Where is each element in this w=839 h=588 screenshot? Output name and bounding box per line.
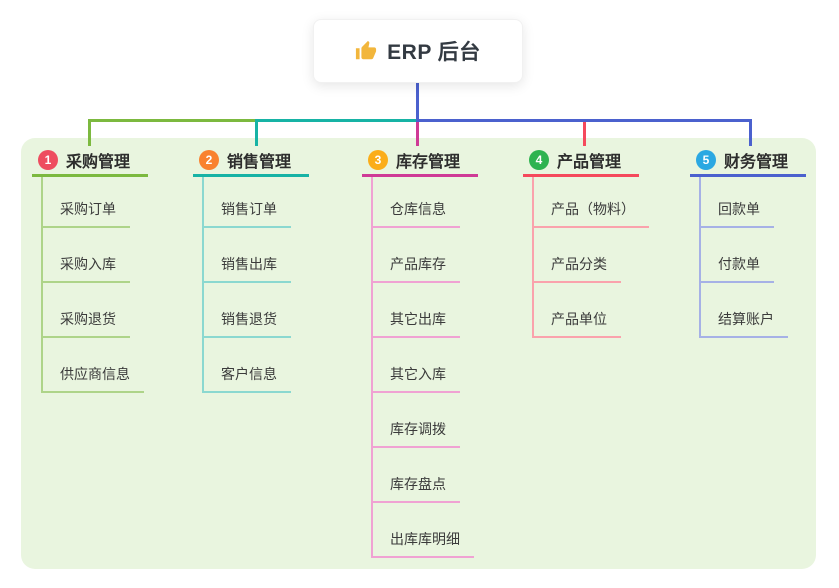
branch-node-2[interactable]: 2 销售管理 xyxy=(193,146,309,177)
child-node[interactable]: 销售退货 xyxy=(204,283,291,338)
connector-drop-line-4 xyxy=(583,119,586,146)
child-label: 产品（物料） xyxy=(551,201,635,217)
branch-node-3[interactable]: 3 库存管理 xyxy=(362,146,478,177)
connector-drop-line-1 xyxy=(88,119,91,146)
child-node[interactable]: 产品库存 xyxy=(373,228,460,283)
connector-trunk-segment-1 xyxy=(88,119,256,122)
root-title: ERP 后台 xyxy=(387,41,481,64)
child-label: 采购退货 xyxy=(60,311,116,327)
branch-children-group-4: 产品（物料） 产品分类产品单位 xyxy=(532,177,649,338)
child-label: 产品分类 xyxy=(551,256,607,272)
child-node[interactable]: 回款单 xyxy=(701,177,774,228)
child-node[interactable]: 出库库明细 xyxy=(373,503,474,558)
child-node[interactable]: 采购订单 xyxy=(43,177,130,228)
child-label: 销售出库 xyxy=(221,256,277,272)
branch-node-4[interactable]: 4 产品管理 xyxy=(523,146,639,177)
child-node[interactable]: 销售订单 xyxy=(204,177,291,228)
branches-panel xyxy=(21,138,816,569)
thumbs-up-icon xyxy=(355,40,377,62)
child-label: 库存盘点 xyxy=(390,476,446,492)
branch-number-badge: 5 xyxy=(696,150,716,170)
child-label: 产品库存 xyxy=(390,256,446,272)
branch-label: 财务管理 xyxy=(724,154,789,171)
child-node[interactable]: 客户信息 xyxy=(204,338,291,393)
connector-drop-line-5 xyxy=(749,119,752,146)
child-node[interactable]: 产品（物料） xyxy=(534,177,649,228)
child-node[interactable]: 采购入库 xyxy=(43,228,130,283)
child-node[interactable]: 结算账户 xyxy=(701,283,788,338)
connector-trunk-segment-2 xyxy=(255,119,417,122)
child-node[interactable]: 其它入库 xyxy=(373,338,460,393)
branch-label: 采购管理 xyxy=(66,154,131,171)
child-node[interactable]: 采购退货 xyxy=(43,283,130,338)
branch-children-group-3: 仓库信息产品库存其它出库其它入库库存调拨库存盘点出库库明细 xyxy=(371,177,474,558)
child-node[interactable]: 库存调拨 xyxy=(373,393,460,448)
child-label: 客户信息 xyxy=(221,366,277,382)
connector-drop-line-3 xyxy=(416,119,419,146)
child-label: 其它出库 xyxy=(390,311,446,327)
branch-children-group-2: 销售订单销售出库销售退货客户信息 xyxy=(202,177,291,393)
child-label: 回款单 xyxy=(718,201,760,217)
branch-number-badge: 2 xyxy=(199,150,219,170)
child-node[interactable]: 其它出库 xyxy=(373,283,460,338)
child-label: 销售退货 xyxy=(221,311,277,327)
branch-label: 销售管理 xyxy=(227,154,292,171)
child-label: 付款单 xyxy=(718,256,760,272)
child-label: 库存调拨 xyxy=(390,421,446,437)
child-node[interactable]: 产品分类 xyxy=(534,228,621,283)
child-label: 销售订单 xyxy=(221,201,277,217)
child-label: 出库库明细 xyxy=(390,531,460,547)
branch-number-badge: 4 xyxy=(529,150,549,170)
branch-children-group-5: 回款单付款单结算账户 xyxy=(699,177,788,338)
connector-drop-line-2 xyxy=(255,119,258,146)
connector-trunk-segment-3 xyxy=(416,119,751,122)
child-label: 供应商信息 xyxy=(60,366,130,382)
branch-label: 产品管理 xyxy=(557,154,622,171)
child-node[interactable]: 库存盘点 xyxy=(373,448,460,503)
child-label: 采购订单 xyxy=(60,201,116,217)
child-label: 采购入库 xyxy=(60,256,116,272)
branch-number-badge: 3 xyxy=(368,150,388,170)
root-stem-line xyxy=(416,83,419,122)
branch-number-badge: 1 xyxy=(38,150,58,170)
branch-node-5[interactable]: 5 财务管理 xyxy=(690,146,806,177)
branch-children-group-1: 采购订单采购入库采购退货供应商信息 xyxy=(41,177,144,393)
child-label: 结算账户 xyxy=(718,311,774,327)
child-label: 产品单位 xyxy=(551,311,607,327)
root-node[interactable]: ERP 后台 xyxy=(313,19,523,83)
child-node[interactable]: 销售出库 xyxy=(204,228,291,283)
branch-label: 库存管理 xyxy=(396,154,461,171)
child-label: 仓库信息 xyxy=(390,201,446,217)
child-label: 其它入库 xyxy=(390,366,446,382)
branch-node-1[interactable]: 1 采购管理 xyxy=(32,146,148,177)
child-node[interactable]: 付款单 xyxy=(701,228,774,283)
child-node[interactable]: 仓库信息 xyxy=(373,177,460,228)
child-node[interactable]: 供应商信息 xyxy=(43,338,144,393)
child-node[interactable]: 产品单位 xyxy=(534,283,621,338)
